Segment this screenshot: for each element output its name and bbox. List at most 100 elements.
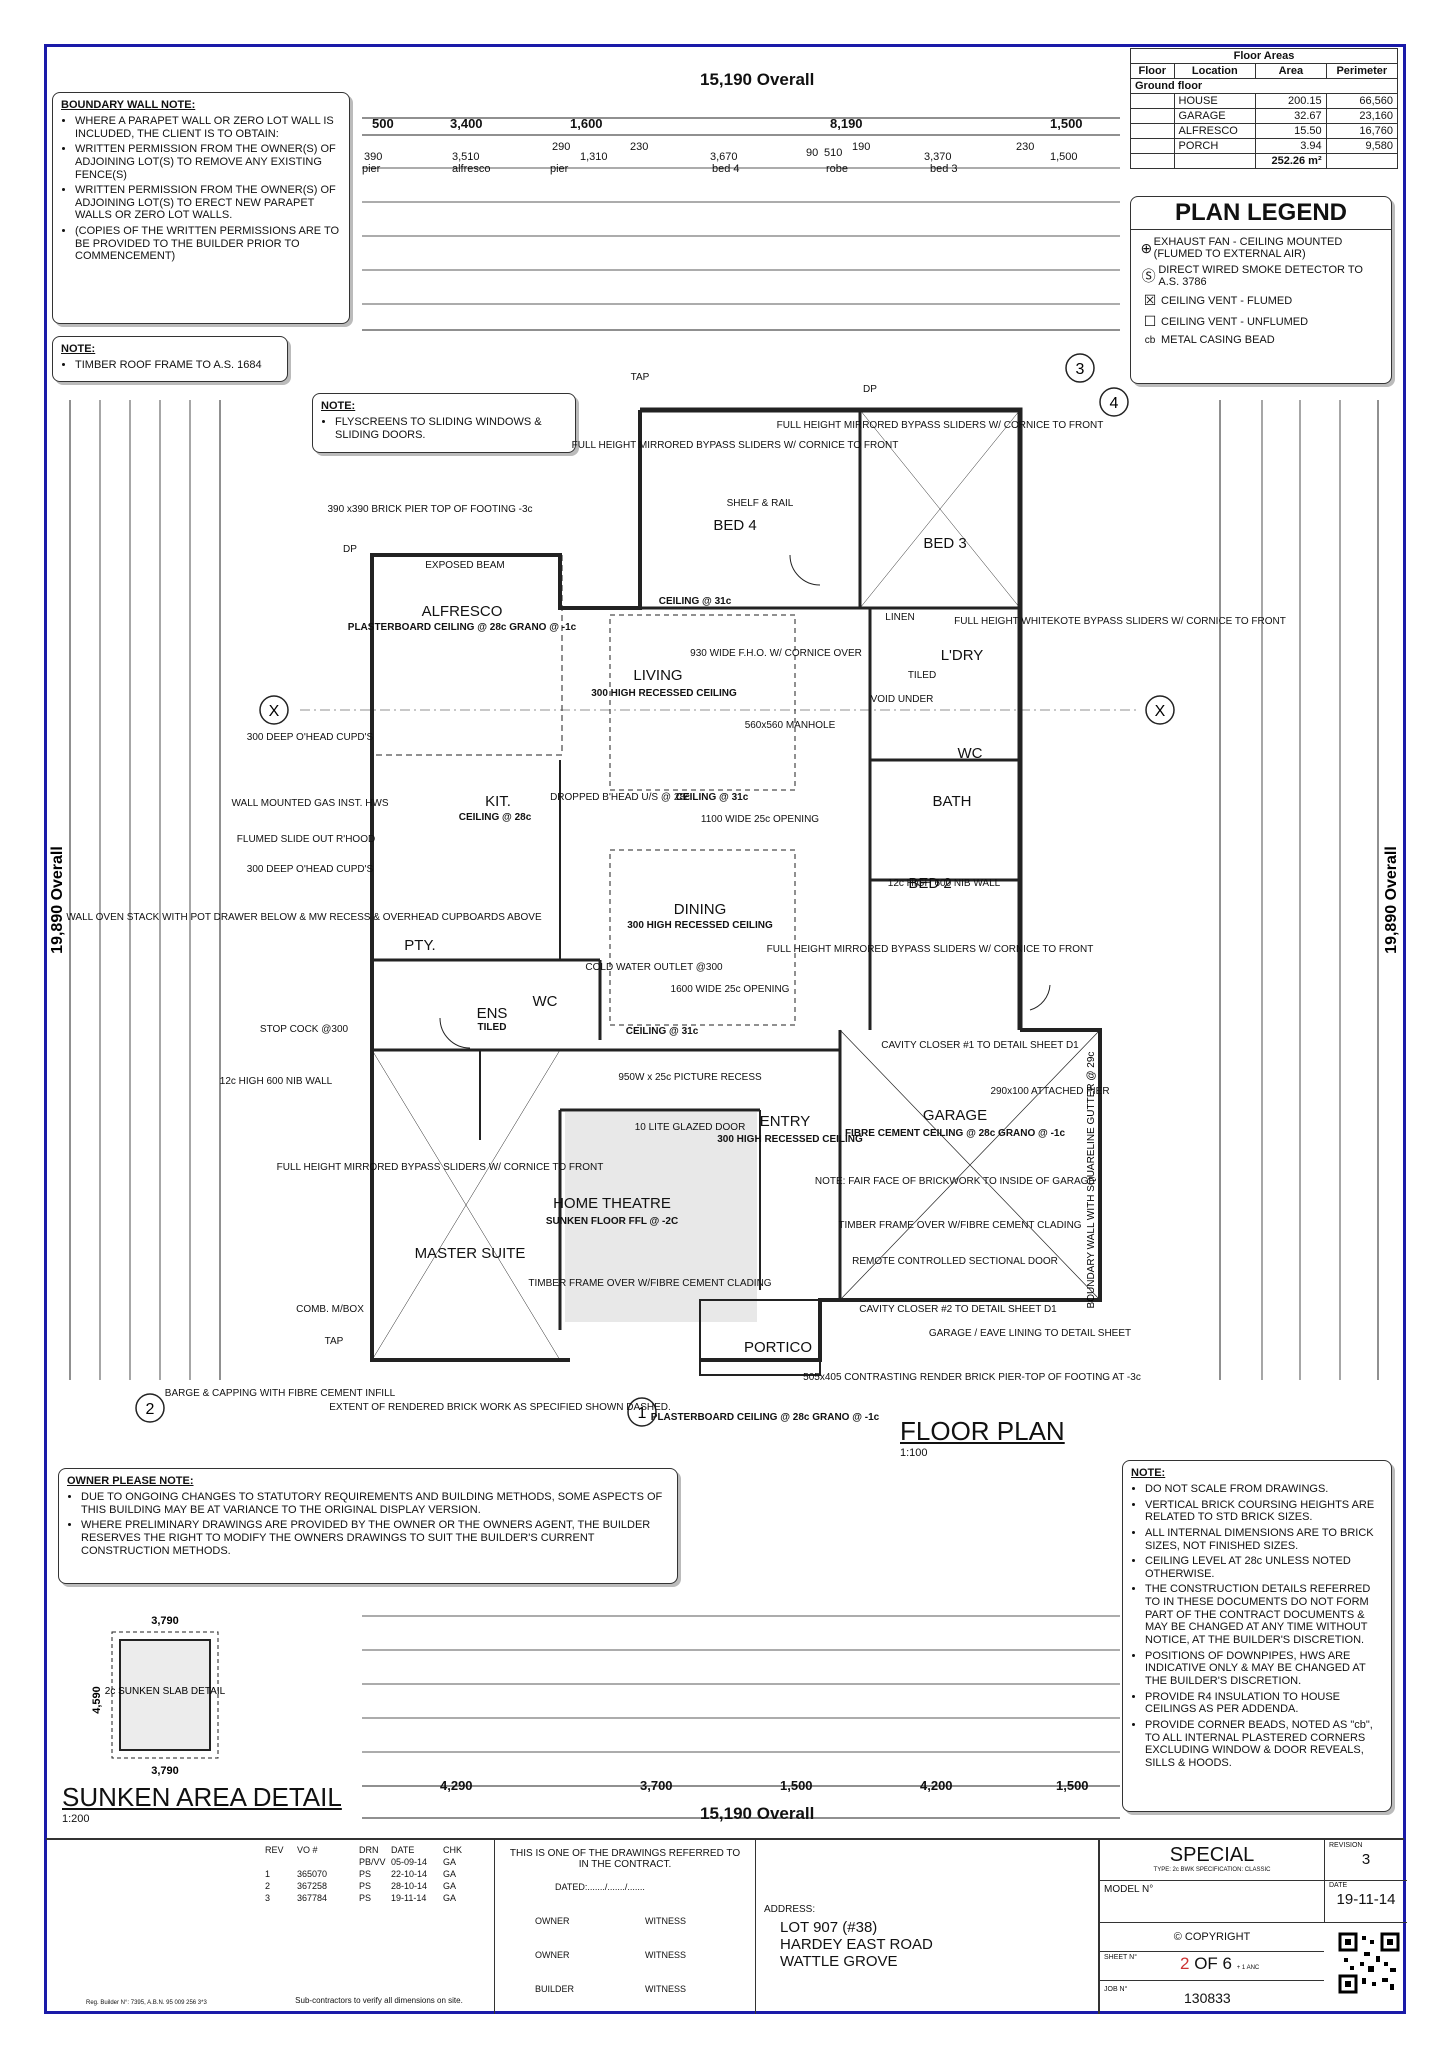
qr-code-icon [1338,1932,1400,1994]
room-bath: BATH [933,793,972,810]
dim-label: pier [550,163,569,175]
job-number: 130833 [1184,1990,1231,2006]
dim-text: 290 [552,141,570,153]
reg-note: Reg. Builder N°: 7395, A.B.N. 95 009 256… [86,2000,207,2006]
plan-annotation: TIMBER FRAME OVER W/FIBRE CEMENT CLADING [838,1220,1081,1231]
plan-annotation: DROPPED B'HEAD U/S @ 28c [550,792,690,803]
section-label: 4 [1110,395,1119,412]
plan-annotation: CEILING @ 31c [659,596,732,607]
plan-annotation: CAVITY CLOSER #1 TO DETAIL SHEET D1 [881,1040,1079,1051]
dim-label: alfresco [452,163,491,175]
legend-text: METAL CASING BEAD [1161,334,1275,346]
rev-cell: 3 [265,1893,271,1903]
room-master-suite: MASTER SUITE [415,1245,526,1262]
owner-note-item: WHERE PRELIMINARY DRAWINGS ARE PROVIDED … [81,1519,669,1557]
room-sub: PLASTERBOARD CEILING @ 28c GRANO @ -1c [651,1412,880,1423]
dim-text: 230 [630,141,648,153]
timber-note: NOTE: TIMBER ROOF FRAME TO A.S. 1684 [52,336,288,382]
rev-header: VO # [297,1845,318,1855]
fa-total: 252.26 m² [1255,153,1327,169]
dim-text: 8,190 [830,116,863,131]
rev-cell: 19-11-14 [391,1893,427,1903]
general-note-item: CEILING LEVEL AT 28c UNLESS NOTED OTHERW… [1145,1555,1383,1580]
owner-label-2: OWNER [535,1950,570,1960]
dim-text: 230 [1016,141,1034,153]
rev-cell: 367784 [297,1893,328,1903]
dim-text: 1,310 [580,151,608,163]
plan-annotation: FLUMED SLIDE OUT R'HOOD [237,834,375,845]
fa-perimeter: 23,160 [1325,108,1399,124]
legend-text: DIRECT WIRED SMOKE DETECTOR TO A.S. 3786 [1158,264,1363,288]
dim-text: 4,290 [440,1778,473,1793]
vent-unflumed-icon: ☐ [1143,313,1157,329]
section-label: X [1155,703,1166,720]
boundary-note-item: WRITTEN PERMISSION FROM THE OWNER(S) OF … [75,184,341,222]
dim-text: 1,500 [1050,151,1078,163]
subcontractors-note: Sub-contractors to verify all dimensions… [295,1996,463,2005]
model-name: SPECIAL [1169,1844,1255,1866]
general-note-item: THE CONSTRUCTION DETAILS REFERRED TO IN … [1145,1583,1383,1646]
plan-annotation: 1600 WIDE 25c OPENING [671,984,790,995]
floor-plan-title: FLOOR PLAN [900,1416,1065,1446]
plan-annotation: TIMBER FRAME OVER W/FIBRE CEMENT CLADING [528,1278,771,1289]
revision-label: REVISION [1329,1842,1363,1849]
rev-header: REV [265,1845,284,1855]
plan-annotation: EXPOSED BEAM [425,560,504,571]
plan-annotation: STOP COCK @300 [260,1024,349,1035]
section-marker-x-left: X [259,695,289,725]
general-note-item: DO NOT SCALE FROM DRAWINGS. [1145,1483,1383,1496]
address-line: HARDEY EAST ROAD [780,1936,933,1953]
fa-location: GARAGE [1173,108,1257,124]
plan-annotation: 12c HIGH 600 NIB WALL [888,878,1001,889]
rev-cell: 1 [265,1869,271,1879]
room-sub: TILED [478,1022,507,1033]
dim-text: 3,400 [450,116,483,131]
witness-label-2: WITNESS [645,1950,687,1960]
room-sub: FIBRE CEMENT CEILING @ 28c GRANO @ -1c [845,1128,1066,1139]
sheet-extra: + 1 ANC [1236,1965,1260,1971]
general-note-item: ALL INTERNAL DIMENSIONS ARE TO BRICK SIZ… [1145,1527,1383,1552]
sunken-detail-scale: 1:200 [62,1813,90,1825]
section-marker-1: 1 [627,1397,657,1427]
section-label: 2 [146,1401,155,1418]
boundary-note-title: BOUNDARY WALL NOTE: [61,99,196,111]
room-portico: PORTICO [744,1339,812,1356]
dim-text: 390 [364,151,382,163]
owner-label: OWNER [535,1916,570,1926]
model-label: MODEL N° [1104,1884,1154,1895]
model-box: SPECIAL TYPE: 2c BWK SPECIFICATION: CLAS… [1098,1840,1407,2014]
plan-annotation: 300 DEEP O'HEAD CUPD'S [247,732,374,743]
overall-left-dim: 19,890 Overall [49,846,66,954]
owner-note-item: DUE TO ONGOING CHANGES TO STATUTORY REQU… [81,1491,669,1516]
date-cell: DATE 19-11-14 [1324,1880,1407,1923]
plan-annotation: 10 LITE GLAZED DOOR [635,1122,746,1133]
dim-text: 3,670 [710,151,738,163]
dim-text: 500 [372,116,394,131]
overall-bottom-dim: 15,190 Overall [700,1804,815,1823]
date-label: DATE [1329,1882,1348,1889]
plan-annotation: BOUNDARY WALL WITH SQUARELINE GUTTER @ 2… [1086,1052,1097,1309]
fa-location: ALFRESCO [1173,123,1257,139]
timber-note-item: TIMBER ROOF FRAME TO A.S. 1684 [75,359,279,372]
rev-cell: 367258 [297,1881,328,1891]
dim-text: 510 [824,147,842,159]
boundary-note-item: WHERE A PARAPET WALL OR ZERO LOT WALL IS… [75,115,341,140]
boundary-wall-note: BOUNDARY WALL NOTE: WHERE A PARAPET WALL… [52,92,350,324]
date-value: 19-11-14 [1336,1891,1396,1908]
section-label: 3 [1076,361,1085,378]
plan-annotation: 950W x 25c PICTURE RECESS [618,1072,762,1083]
casing-bead-icon: cb [1144,334,1156,346]
dim-label: robe [826,163,848,175]
dim-text: 1,500 [1050,116,1083,131]
general-note: NOTE: DO NOT SCALE FROM DRAWINGS. VERTIC… [1122,1460,1392,1812]
sheet-number: 2 OF 6 + 1 ANC [1180,1954,1259,1974]
plan-annotation: 300 DEEP O'HEAD CUPD'S [247,864,374,875]
room-alfresco: ALFRESCO [422,603,503,620]
room-bed3: BED 3 [923,535,966,552]
model-cell: SPECIAL TYPE: 2c BWK SPECIFICATION: CLAS… [1100,1840,1324,1881]
section-marker-x-right: X [1145,695,1175,725]
plan-annotation: TAP [325,1336,344,1347]
vent-flumed-icon: ☒ [1143,292,1157,308]
plan-annotation: DP [343,544,357,555]
